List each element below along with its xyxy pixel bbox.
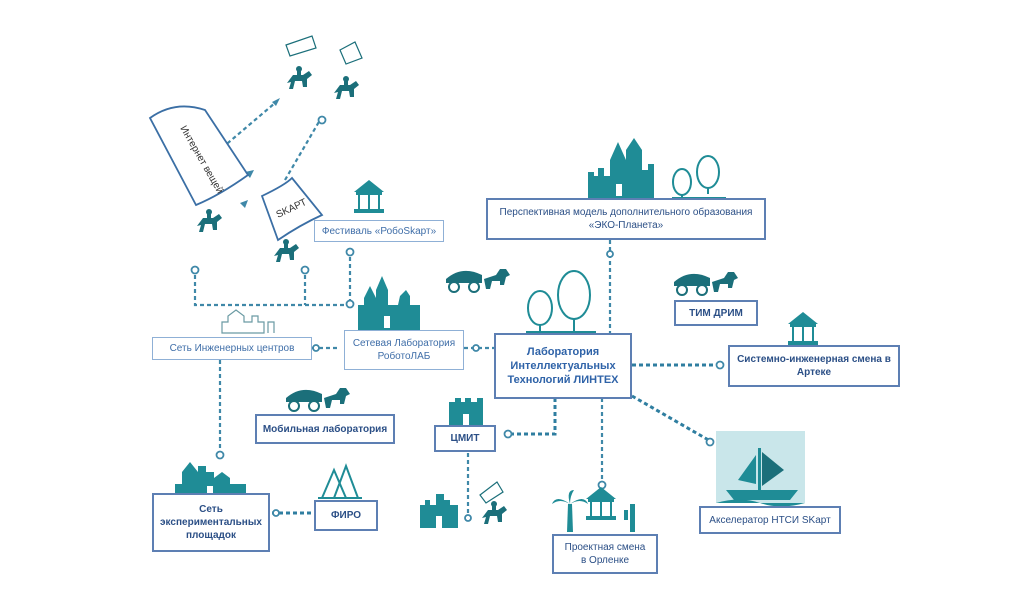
artek-label: Системно-инженерная смена в Артеке (737, 354, 891, 378)
flag-icon (285, 35, 504, 504)
cmit-label: ЦМИТ (450, 433, 480, 444)
firo-node[interactable]: ФИРО (314, 500, 378, 531)
carousel-icon (354, 180, 818, 520)
network-lab-label: Сетевая Лаборатория РоботоЛАБ (352, 338, 456, 362)
accelerator-node[interactable]: Акселератор НТСИ SKарт (699, 506, 841, 534)
connector-dots (190, 115, 725, 522)
castle-outline-icon (221, 309, 275, 334)
pine-tree-icon (318, 463, 362, 499)
ship-icon (716, 431, 805, 507)
horse-rider-icon (197, 66, 507, 524)
palm-icon (552, 490, 635, 532)
network-centers-node[interactable]: Сеть Инженерных центров (152, 337, 312, 360)
tim-drim-node[interactable]: ТИМ ДРИМ (674, 300, 758, 326)
festival-label: Фестиваль «РобоSkарт» (321, 225, 437, 237)
orlenok-node[interactable]: Проектная смена в Орленке (552, 534, 658, 574)
accelerator-label: Акселератор НТСИ SKарт (709, 514, 831, 526)
wagon-icon (286, 269, 738, 412)
castle-icon (175, 138, 654, 528)
connector-lintex-accelerator (631, 394, 713, 444)
firo-label: ФИРО (330, 510, 362, 521)
network-centers-label: Сеть Инженерных центров (169, 343, 295, 354)
experimental-node[interactable]: Сеть экспериментальных площадок (152, 493, 270, 552)
mobile-lab-node[interactable]: Мобильная лаборатория (255, 414, 395, 444)
mobile-lab-label: Мобильная лаборатория (262, 423, 388, 435)
orlenok-label: Проектная смена в Орленке (564, 542, 646, 566)
lintex-node[interactable]: Лаборатория Интеллектуальных Технологий … (494, 333, 632, 399)
festival-node[interactable]: Фестиваль «РобоSkарт» (314, 220, 444, 242)
connector-iot-rider (221, 102, 276, 149)
tim-drim-label: ТИМ ДРИМ (689, 307, 743, 319)
lintex-label: Лаборатория Интеллектуальных Технологий … (507, 346, 619, 386)
network-lab-node[interactable]: Сетевая Лаборатория РоботоЛАБ (344, 330, 464, 370)
eko-planeta-label: Перспективная модель дополнительного обр… (499, 207, 753, 231)
banner-iot: Интернет вещей (148, 105, 250, 207)
connector-lintex-cmit (508, 398, 557, 436)
artek-node[interactable]: Системно-инженерная смена в Артеке (728, 345, 900, 387)
banner-skart: SKАРТ (260, 176, 324, 242)
connector-network-loop (193, 268, 350, 307)
eko-planeta-node[interactable]: Перспективная модель дополнительного обр… (486, 198, 766, 240)
cmit-node[interactable]: ЦМИТ (434, 425, 496, 452)
experimental-label: Сеть экспериментальных площадок (160, 504, 262, 541)
connector-skart-rider (284, 119, 321, 181)
